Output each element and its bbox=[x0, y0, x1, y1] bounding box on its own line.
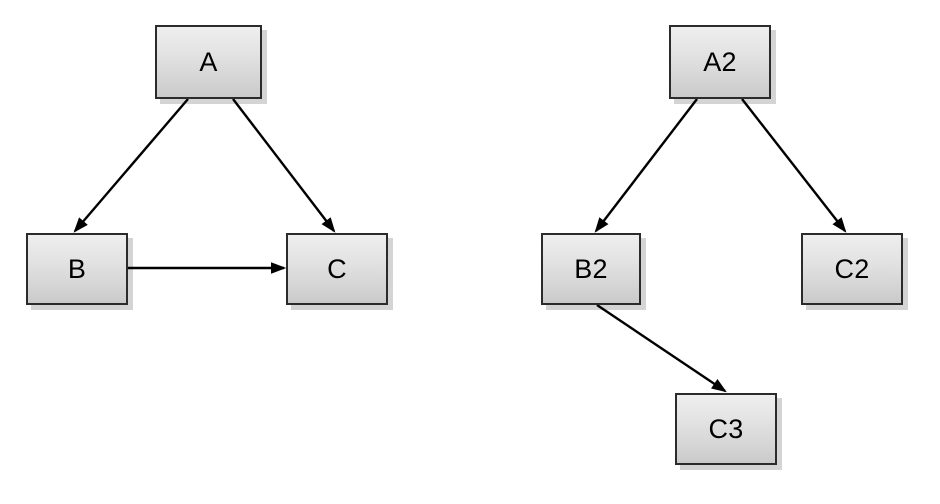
arrowhead-icon bbox=[711, 379, 727, 393]
arrowhead-icon bbox=[271, 262, 287, 274]
edge-a2-to-b2 bbox=[594, 98, 698, 233]
node-c3[interactable]: C3 bbox=[675, 393, 777, 465]
edge-a-to-b bbox=[73, 98, 189, 233]
node-c[interactable]: C bbox=[286, 233, 388, 305]
edge-line bbox=[596, 304, 726, 392]
edge-line bbox=[741, 98, 846, 232]
edge-line bbox=[595, 98, 698, 232]
node-label: B2 bbox=[574, 253, 608, 284]
node-label: C3 bbox=[708, 413, 744, 444]
node-label: C bbox=[327, 253, 347, 284]
edge-b-to-c bbox=[128, 262, 287, 274]
edge-b2-to-c3 bbox=[596, 304, 727, 393]
arrowhead-icon bbox=[832, 217, 847, 233]
edge-a-to-c bbox=[232, 98, 336, 233]
arrowhead-icon bbox=[594, 217, 609, 233]
edge-a2-to-c2 bbox=[741, 98, 847, 233]
node-label: B bbox=[67, 253, 87, 284]
arrowhead-icon bbox=[321, 217, 336, 233]
arrowhead-icon bbox=[73, 217, 88, 233]
node-b2[interactable]: B2 bbox=[541, 233, 641, 305]
edge-line bbox=[232, 98, 335, 232]
node-label: A2 bbox=[703, 46, 737, 77]
node-a[interactable]: A bbox=[155, 25, 262, 99]
node-a2[interactable]: A2 bbox=[669, 25, 771, 99]
edge-line bbox=[74, 98, 189, 232]
node-b[interactable]: B bbox=[26, 233, 128, 305]
node-c2[interactable]: C2 bbox=[801, 233, 903, 305]
node-label: A bbox=[199, 46, 218, 77]
node-label: C2 bbox=[834, 253, 870, 284]
